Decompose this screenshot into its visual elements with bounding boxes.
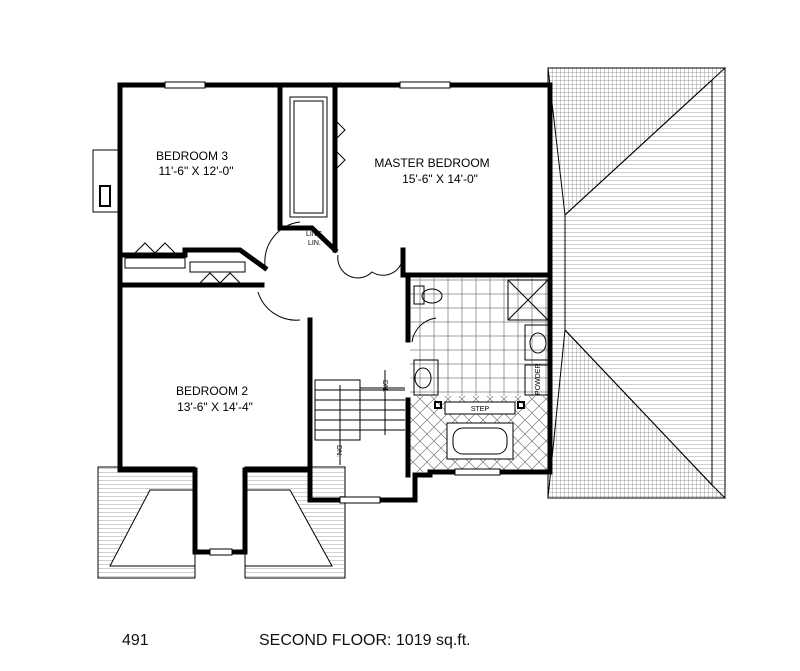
windows <box>164 81 501 556</box>
step-label: STEP <box>471 406 490 413</box>
roof-bottom-left <box>97 466 346 579</box>
room-name-master-bedroom: MASTER BEDROOM <box>374 156 489 170</box>
floor-caption: SECOND FLOOR: 1019 sq.ft. <box>259 632 471 649</box>
walk-in-closet <box>289 96 328 218</box>
stairs-down-label: DN. <box>381 380 388 392</box>
powder-label: POWDER <box>535 364 542 396</box>
room-name-bedroom-2: BEDROOM 2 <box>176 384 248 398</box>
room-size-master-bedroom: 15'-6" X 14'-0" <box>402 172 478 186</box>
linen-label: LING. <box>306 231 324 238</box>
room-size-bedroom-3: 11'-6" X 12'-0" <box>159 164 234 178</box>
chimney <box>92 149 121 213</box>
stairs <box>314 370 405 465</box>
doors <box>257 221 437 343</box>
plan-number: 491 <box>122 632 149 649</box>
walls <box>117 82 553 555</box>
roof-right <box>547 67 727 499</box>
stairs-down-label-2: DN. <box>335 445 342 457</box>
room-name-bedroom-3: BEDROOM 3 <box>156 149 228 163</box>
bath-fixtures <box>413 279 549 460</box>
linen-label-2: LIN. <box>308 240 321 247</box>
room-size-bedroom-2: 13'-6" X 14'-4" <box>177 400 253 414</box>
